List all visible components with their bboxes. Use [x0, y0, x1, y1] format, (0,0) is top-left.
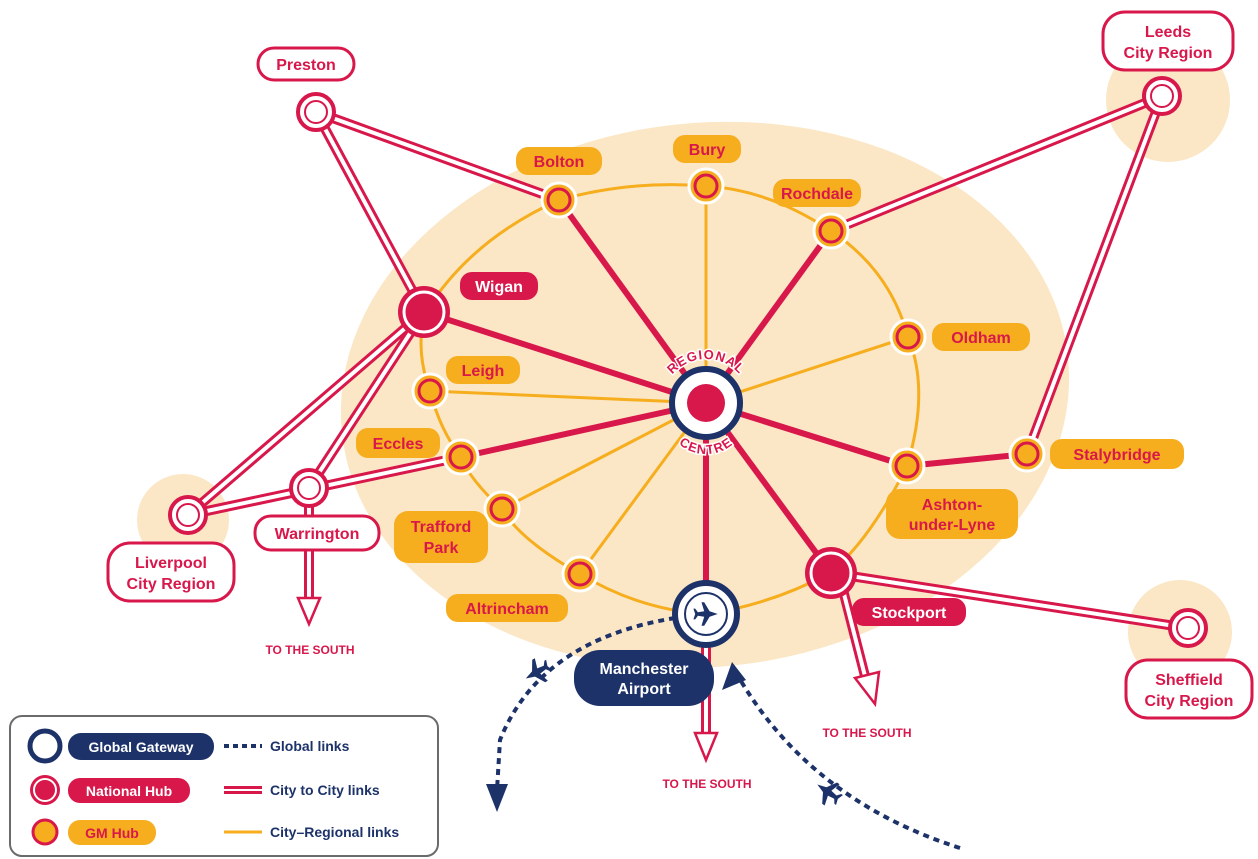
svg-text:Manchester: Manchester	[600, 661, 689, 678]
label-leigh[interactable]: Leigh	[446, 356, 520, 384]
label-preston[interactable]: Preston	[256, 46, 356, 82]
legend-national-hub: National Hub	[30, 775, 190, 805]
gm-hub-node[interactable]	[411, 372, 449, 410]
svg-text:Global Gateway: Global Gateway	[88, 739, 193, 755]
svg-text:Leigh: Leigh	[462, 363, 505, 380]
label-stalybridge[interactable]: Stalybridge	[1050, 439, 1184, 469]
label-trafford-park[interactable]: Trafford Park	[394, 511, 488, 563]
svg-text:Trafford: Trafford	[411, 519, 471, 536]
gm-hub-node[interactable]	[687, 167, 725, 205]
svg-text:City Region: City Region	[1145, 693, 1234, 710]
node-labels: Preston Leeds City Region Bolton Bury Ro…	[106, 10, 1254, 791]
label-bolton[interactable]: Bolton	[516, 147, 602, 175]
gm-hub-node[interactable]	[483, 490, 521, 528]
legend-regional-links: City–Regional links	[224, 824, 399, 840]
label-manchester-airport[interactable]: Manchester Airport	[574, 650, 714, 706]
svg-text:City to City links: City to City links	[270, 782, 380, 798]
gm-hub-node[interactable]	[889, 318, 927, 356]
svg-text:National Hub: National Hub	[86, 783, 172, 799]
legend-global-links: Global links	[224, 738, 350, 754]
svg-text:Wigan: Wigan	[475, 279, 523, 296]
svg-text:Stalybridge: Stalybridge	[1073, 447, 1160, 464]
svg-text:Airport: Airport	[617, 681, 671, 698]
label-rochdale[interactable]: Rochdale	[773, 179, 861, 207]
legend-global-gateway: Global Gateway	[27, 728, 214, 764]
gm-hub-node[interactable]	[888, 447, 926, 485]
regional-centre-node[interactable]	[669, 366, 743, 440]
svg-text:Preston: Preston	[276, 57, 336, 74]
label-stockport[interactable]: Stockport	[852, 598, 966, 626]
global-arrow-head	[722, 662, 746, 690]
label-wigan[interactable]: Wigan	[460, 272, 538, 300]
legend: Global Gateway Global links National Hub…	[9, 715, 439, 857]
label-bury[interactable]: Bury	[673, 135, 741, 163]
svg-text:Rochdale: Rochdale	[781, 186, 853, 203]
label-liverpool[interactable]: Liverpool City Region	[106, 541, 236, 603]
svg-text:Bury: Bury	[689, 142, 726, 159]
svg-text:City Region: City Region	[1124, 45, 1213, 62]
label-oldham[interactable]: Oldham	[932, 323, 1030, 351]
svg-text:Bolton: Bolton	[534, 154, 585, 171]
svg-text:Liverpool: Liverpool	[135, 555, 207, 572]
label-sheffield[interactable]: Sheffield City Region	[1124, 658, 1254, 720]
city-node[interactable]	[1168, 608, 1208, 648]
gm-hub-node[interactable]	[442, 438, 480, 476]
national-hub-node[interactable]	[805, 547, 857, 599]
legend-gm-hub: GM Hub	[31, 818, 156, 846]
city-node[interactable]	[289, 468, 329, 508]
national-hub-node[interactable]	[398, 286, 450, 338]
svg-text:City–Regional links: City–Regional links	[270, 824, 399, 840]
gm-hub-node[interactable]	[812, 212, 850, 250]
south-arrows	[296, 596, 881, 764]
to-the-south-label: TO THE SOUTH	[662, 777, 751, 791]
label-warrington[interactable]: Warrington	[253, 514, 381, 552]
svg-text:Eccles: Eccles	[373, 436, 424, 453]
svg-text:under-Lyne: under-Lyne	[909, 517, 996, 534]
nodes	[168, 76, 1208, 648]
svg-text:Ashton-: Ashton-	[922, 497, 982, 514]
svg-text:Altrincham: Altrincham	[465, 601, 549, 618]
svg-text:City Region: City Region	[127, 576, 216, 593]
svg-text:Stockport: Stockport	[872, 605, 947, 622]
label-leeds[interactable]: Leeds City Region	[1101, 10, 1235, 72]
city-node[interactable]	[1142, 76, 1182, 116]
to-the-south-label: TO THE SOUTH	[265, 643, 354, 657]
svg-text:Oldham: Oldham	[951, 330, 1011, 347]
label-eccles[interactable]: Eccles	[356, 428, 440, 458]
svg-text:Sheffield: Sheffield	[1155, 672, 1223, 689]
svg-text:Global links: Global links	[270, 738, 350, 754]
label-ashton[interactable]: Ashton- under-Lyne	[886, 489, 1018, 539]
legend-city-links: City to City links	[224, 782, 380, 798]
to-the-south-label: TO THE SOUTH	[822, 726, 911, 740]
svg-text:Warrington: Warrington	[275, 526, 360, 543]
svg-text:Park: Park	[424, 540, 459, 557]
global-links	[495, 616, 961, 850]
svg-text:Leeds: Leeds	[1145, 24, 1191, 41]
global-gateway-node[interactable]	[672, 580, 740, 648]
global-arrow-head	[486, 784, 508, 812]
gm-hub-node[interactable]	[561, 555, 599, 593]
city-node[interactable]	[296, 92, 336, 132]
gm-hub-node[interactable]	[540, 181, 578, 219]
city-node[interactable]	[168, 495, 208, 535]
gm-hub-node[interactable]	[1008, 435, 1046, 473]
label-altrincham[interactable]: Altrincham	[446, 594, 568, 622]
svg-text:GM Hub: GM Hub	[85, 825, 139, 841]
airplane-icon	[809, 773, 847, 811]
